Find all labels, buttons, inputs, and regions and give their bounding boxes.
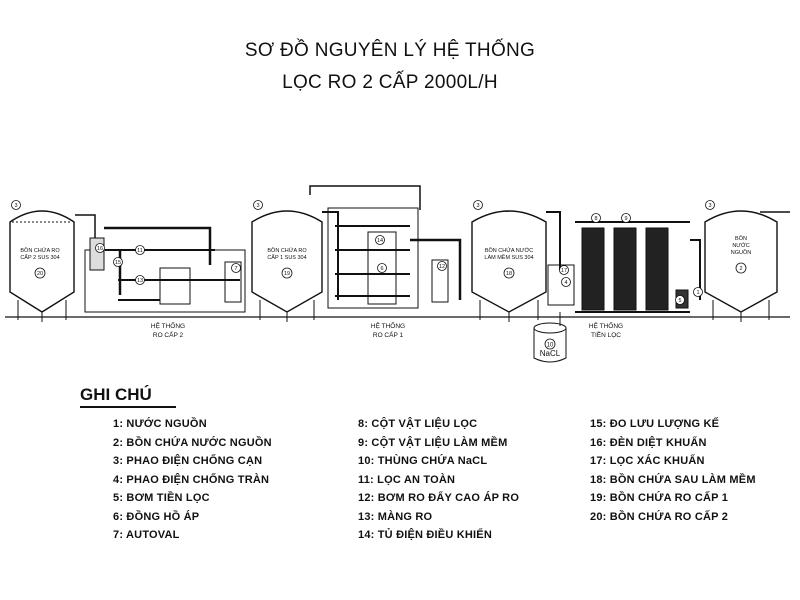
legend-item: 13: MÀNG RO — [358, 510, 433, 523]
legend-item: 2: BỒN CHỨA NƯỚC NGUỒN — [113, 436, 272, 449]
tank-soft-float-number: 3 — [476, 203, 479, 209]
legend-item: 15: ĐO LƯU LƯỢNG KẾ — [590, 418, 720, 430]
legend-item: 6: ĐỒNG HỒ ÁP — [113, 510, 200, 523]
legend-item: 12: BƠM RO ĐẨY CAO ÁP RO — [358, 492, 520, 504]
tank-soft — [471, 210, 547, 322]
tank-soft-number-circle — [503, 267, 515, 279]
tank-soft-number: 18 — [506, 271, 512, 277]
callout-circle — [559, 265, 569, 275]
legend-item: 19: BỒN CHỨA RO CẤP 1 — [590, 492, 729, 504]
tank-source-number-circle — [735, 262, 747, 274]
callout-circle — [135, 245, 145, 255]
tank-ro1-number: 19 — [284, 271, 290, 277]
callout-number: 8 — [594, 216, 597, 222]
legend-item: 4: PHAO ĐIỆN CHỐNG TRÀN — [113, 473, 270, 486]
callout-circle — [591, 213, 601, 223]
tank-ro1-label: BỒN CHỨA RO — [267, 247, 307, 254]
legend-item: 18: BỒN CHỨA SAU LÀM MỀM — [590, 473, 756, 486]
nacl-callout-number: 10 — [547, 343, 554, 349]
callout-number: 4 — [564, 280, 567, 286]
legend-item: 20: BỒN CHỨA RO CẤP 2 — [590, 510, 729, 523]
system-pre-label-2: TIỀN LỌC — [591, 329, 621, 339]
callout-circle — [375, 235, 385, 245]
nacl-label: NaCL — [540, 349, 561, 358]
callout-circle — [693, 287, 703, 297]
legend-item: 8: CỘT VẬT LIỆU LỌC — [358, 418, 478, 430]
tank-ro2-float-callout — [11, 200, 21, 210]
tank-source-float-callout — [705, 200, 715, 210]
callout-number: 15 — [115, 260, 121, 266]
callout-circle — [675, 295, 685, 305]
legend-item: 3: PHAO ĐIỆN CHỐNG CẠN — [113, 455, 263, 467]
legend-item: 5: BƠM TIỀN LỌC — [113, 492, 210, 504]
system-ro2-label-2: RO CẤP 2 — [153, 329, 184, 339]
callout-number: 13 — [137, 278, 143, 284]
legend-item: 9: CỘT VẬT LIỆU LÀM MỀM — [358, 436, 508, 449]
tank-ro2 — [9, 210, 75, 322]
legend-column-3: 15: ĐO LƯU LƯỢNG KẾ 16: ĐÈN DIỆT KHUẨN 1… — [590, 418, 756, 529]
tank-ro2-label: CẤP 2 SUS 304 — [20, 254, 59, 261]
callout-number: 1 — [696, 290, 699, 296]
callout-number: 6 — [380, 266, 383, 272]
tank-soft-float-callout — [473, 200, 483, 210]
callout-number: 5 — [678, 298, 681, 304]
callout-number: 11 — [137, 248, 143, 254]
callout-circle — [135, 275, 145, 285]
tank-source-label: NGUỒN — [731, 249, 752, 256]
callout-circle — [113, 257, 123, 267]
callout-number: 17 — [561, 268, 567, 274]
tank-source-label: BỒN — [735, 235, 747, 242]
legend-item: 10: THÙNG CHỨA NaCL — [358, 455, 488, 467]
tank-soft-label: BỒN CHỨA NƯỚC — [485, 247, 533, 254]
callout-circle — [561, 277, 571, 287]
system-ro2-label-1: HỆ THỐNG — [151, 320, 185, 330]
tank-ro2-label: BỒN CHỨA RO — [20, 247, 60, 254]
callout-number: 12 — [439, 264, 445, 270]
legend-item: 17: LỌC XÁC KHUẨN — [590, 455, 705, 467]
tank-source-label: NƯỚC — [732, 242, 749, 249]
nacl-bucket — [533, 312, 567, 363]
pre-filter-frame — [547, 221, 690, 313]
ro1-frame — [327, 207, 449, 309]
legend-column-1: 1: NƯỚC NGUỒN 2: BỒN CHỨA NƯỚC NGUỒN 3: … — [113, 418, 272, 548]
diagram-title-line2: LỌC RO 2 CẤP 2000L/H — [282, 72, 498, 93]
legend-item: 16: ĐÈN DIỆT KHUẨN — [590, 436, 707, 449]
tank-ro1-float-number: 3 — [256, 203, 259, 209]
callout-circle — [437, 261, 447, 271]
tank-source-float-number: 3 — [708, 203, 711, 209]
system-ro1-label-1: HỆ THỐNG — [371, 320, 405, 330]
tank-ro1-number-circle — [281, 267, 293, 279]
tank-ro2-float-number: 3 — [14, 203, 17, 209]
system-ro1-label-2: RO CẤP 1 — [373, 329, 404, 339]
callout-number: 16 — [97, 246, 103, 252]
tank-ro1-label: CẤP 1 SUS 304 — [267, 254, 306, 261]
tank-source-number: 2 — [739, 266, 742, 272]
callout-circle — [377, 263, 387, 273]
tank-soft-label: LÀM MỀM SUS 304 — [484, 254, 533, 261]
callout-circle — [95, 243, 105, 253]
callout-number: 7 — [234, 266, 237, 272]
ro2-frame — [84, 237, 246, 313]
callout-number: 14 — [377, 238, 383, 244]
tank-ro2-number-circle — [34, 267, 46, 279]
legend-underline — [80, 406, 176, 408]
nacl-callout-circle — [544, 338, 556, 350]
callout-circle — [231, 263, 241, 273]
callout-circle — [621, 213, 631, 223]
legend-column-2: 8: CỘT VẬT LIỆU LỌC 9: CỘT VẬT LIỆU LÀM … — [358, 418, 519, 548]
legend-item: 1: NƯỚC NGUỒN — [113, 418, 207, 430]
tank-ro1-float-callout — [253, 200, 263, 210]
legend-item: 14: TỦ ĐIỆN ĐIỀU KHIỂN — [358, 529, 492, 541]
legend-title: GHI CHÚ — [80, 385, 152, 404]
tank-source — [704, 210, 778, 322]
diagram-title-line1: SƠ ĐỒ NGUYÊN LÝ HỆ THỐNG — [244, 40, 536, 61]
callout-number: 9 — [624, 216, 627, 222]
tank-ro1 — [251, 210, 323, 322]
system-pre-label-1: HỆ THỐNG — [589, 320, 623, 330]
tank-ro2-number: 20 — [37, 271, 43, 277]
legend-item: 7: AUTOVAL — [113, 529, 180, 541]
legend-item: 11: LỌC AN TOÀN — [358, 473, 456, 486]
